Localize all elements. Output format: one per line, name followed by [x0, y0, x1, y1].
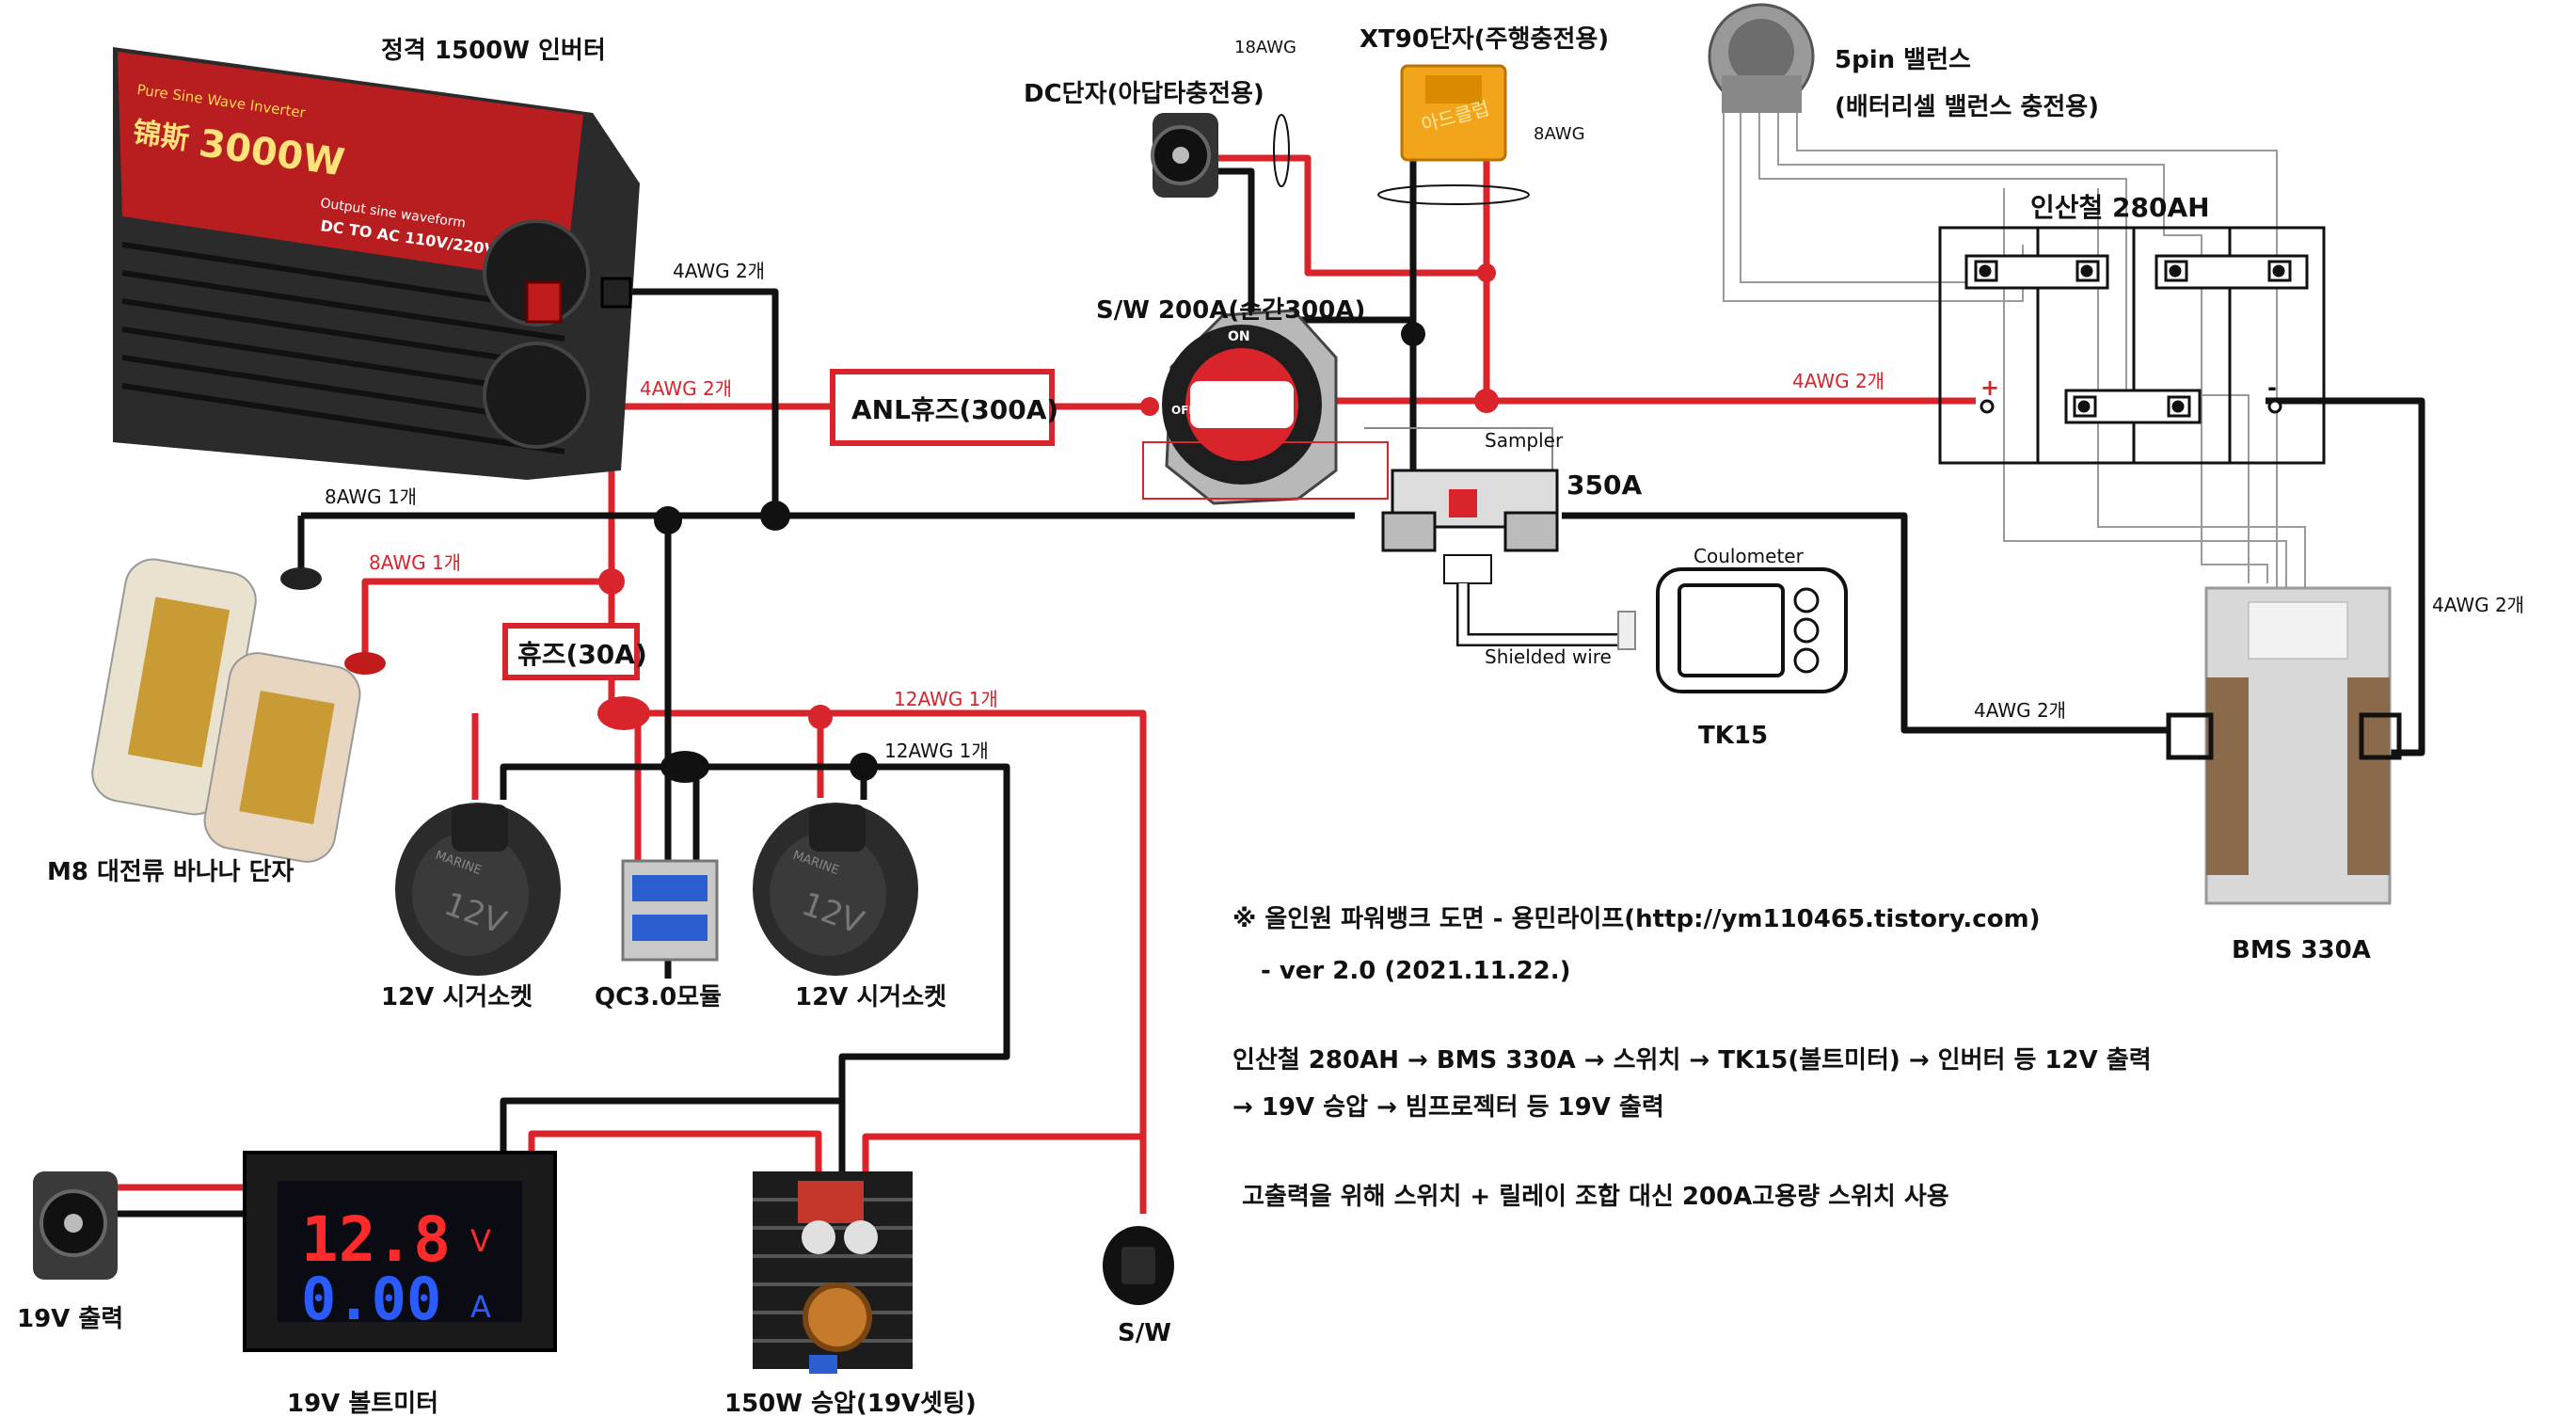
booster-label: 150W 승압(19V셋팅): [724, 1390, 977, 1417]
xt90-label: XT90단자(주행충전용): [1360, 25, 1609, 54]
note-flow2: → 19V 승압 → 빔프로젝터 등 19V 출력: [1232, 1093, 1664, 1122]
bms: [2166, 586, 2402, 905]
cig-socket-1-label: 12V 시거소켓: [381, 983, 533, 1011]
shielded-wire-label: Shielded wire: [1485, 645, 1612, 668]
output-19v-label: 19V 출력: [17, 1305, 123, 1333]
dc-jack-label: DC단자(아답타충전용): [1024, 80, 1264, 108]
balance-label: 5pin 밸런스: [1835, 46, 1971, 74]
awg18-label: 18AWG: [1234, 38, 1296, 57]
junctions: [597, 263, 1499, 783]
banana-terminals: [91, 558, 386, 863]
voltmeter-v-unit: V: [470, 1223, 491, 1259]
bms-label: BMS 330A: [2232, 936, 2371, 964]
voltmeter-volts: 12.8: [301, 1203, 451, 1276]
note-title: ※ 올인원 파워뱅크 도면 - 용민라이프(http://ym110465.ti…: [1232, 905, 2041, 933]
balance-wires: [1723, 89, 2306, 602]
balance-desc: (배터리셀 밸런스 충전용): [1835, 93, 2099, 121]
cig-socket-1[interactable]: 12V MARINE: [395, 803, 561, 976]
switch-on-text: ON: [1228, 329, 1250, 344]
shunt-350a-label: 350A: [1566, 470, 1642, 501]
voltmeter-amps: 0.00: [301, 1265, 441, 1333]
inverter-label: 정격 1500W 인버터: [381, 37, 606, 65]
output-19v-jack: [33, 1171, 118, 1280]
note-version: - ver 2.0 (2021.11.22.): [1261, 957, 1571, 985]
shunt: [1142, 427, 1618, 646]
anl-fuse-box: [830, 369, 1055, 446]
inverter-brand: 锦斯: [131, 116, 191, 156]
voltmeter-a-unit: A: [470, 1289, 491, 1325]
wire-inv-neg-label: 4AWG 2개: [673, 260, 765, 282]
inverter-negative-terminal: [600, 277, 632, 309]
balance-connector: [1708, 3, 1815, 113]
note-flow1: 인산철 280AH → BMS 330A → 스위치 → TK15(볼트미터) …: [1232, 1046, 2152, 1075]
cig-socket-2-label: 12V 시거소켓: [795, 983, 946, 1011]
wire-banana-pos-label: 8AWG 1개: [369, 551, 461, 574]
voltmeter: 12.8 V 0.00 A: [243, 1151, 557, 1352]
wire-inv-pos-label: 4AWG 2개: [640, 377, 732, 400]
awg8-xt-label: 8AWG: [1534, 124, 1585, 144]
wire-bms-right-label: 4AWG 2개: [2432, 594, 2524, 616]
small-switch-label: S/W: [1118, 1319, 1171, 1347]
qc3-label: QC3.0모듈: [595, 983, 722, 1011]
switch-off-text: OFF: [1171, 404, 1197, 417]
battery-minus: -: [2267, 374, 2277, 401]
switch-label: S/W 200A(순간300A): [1096, 296, 1365, 325]
wire-batt-pos-label: 4AWG 2개: [1792, 370, 1884, 392]
battery: [1938, 226, 2326, 465]
note-remark: 고출력을 위해 스위치 + 릴레이 조합 대신 200A고용량 스위치 사용: [1242, 1183, 1949, 1211]
fuse30-box: [502, 623, 640, 680]
sampler-label: Sampler: [1485, 429, 1564, 452]
battery-label: 인산철 280AH: [2030, 192, 2210, 223]
cig-socket-2[interactable]: 12V MARINE: [753, 803, 918, 976]
battery-plus: +: [1980, 374, 1999, 401]
wire-main-neg-label: 8AWG 1개: [325, 486, 417, 508]
voltmeter-label: 19V 볼트미터: [287, 1390, 438, 1417]
qc3-module: [621, 859, 719, 962]
inverter: Pure Sine Wave Inverter 锦斯 3000W Output …: [113, 47, 640, 480]
main-switch[interactable]: ON OFF: [1162, 309, 1338, 505]
inverter-positive-terminal: [525, 280, 563, 324]
coulometer-label: Coulometer: [1693, 545, 1805, 567]
small-switch[interactable]: [1103, 1226, 1174, 1305]
wire-bms-left-label: 4AWG 2개: [1974, 699, 2066, 722]
dc-jack: [1151, 113, 1218, 198]
banana-label: M8 대전류 바나나 단자: [47, 858, 294, 886]
coulometer: [1617, 567, 1848, 693]
fuse30-label: 휴즈(30A): [517, 639, 647, 670]
xt90-connector: 아드클럽: [1400, 64, 1507, 162]
tk15-label: TK15: [1698, 722, 1768, 750]
wire-12awg-black-label: 12AWG 1개: [884, 740, 989, 762]
wire-12awg-red-label: 12AWG 1개: [894, 688, 998, 710]
anl-fuse-label: ANL휴즈(300A): [851, 394, 1058, 425]
booster-module: [753, 1171, 913, 1374]
